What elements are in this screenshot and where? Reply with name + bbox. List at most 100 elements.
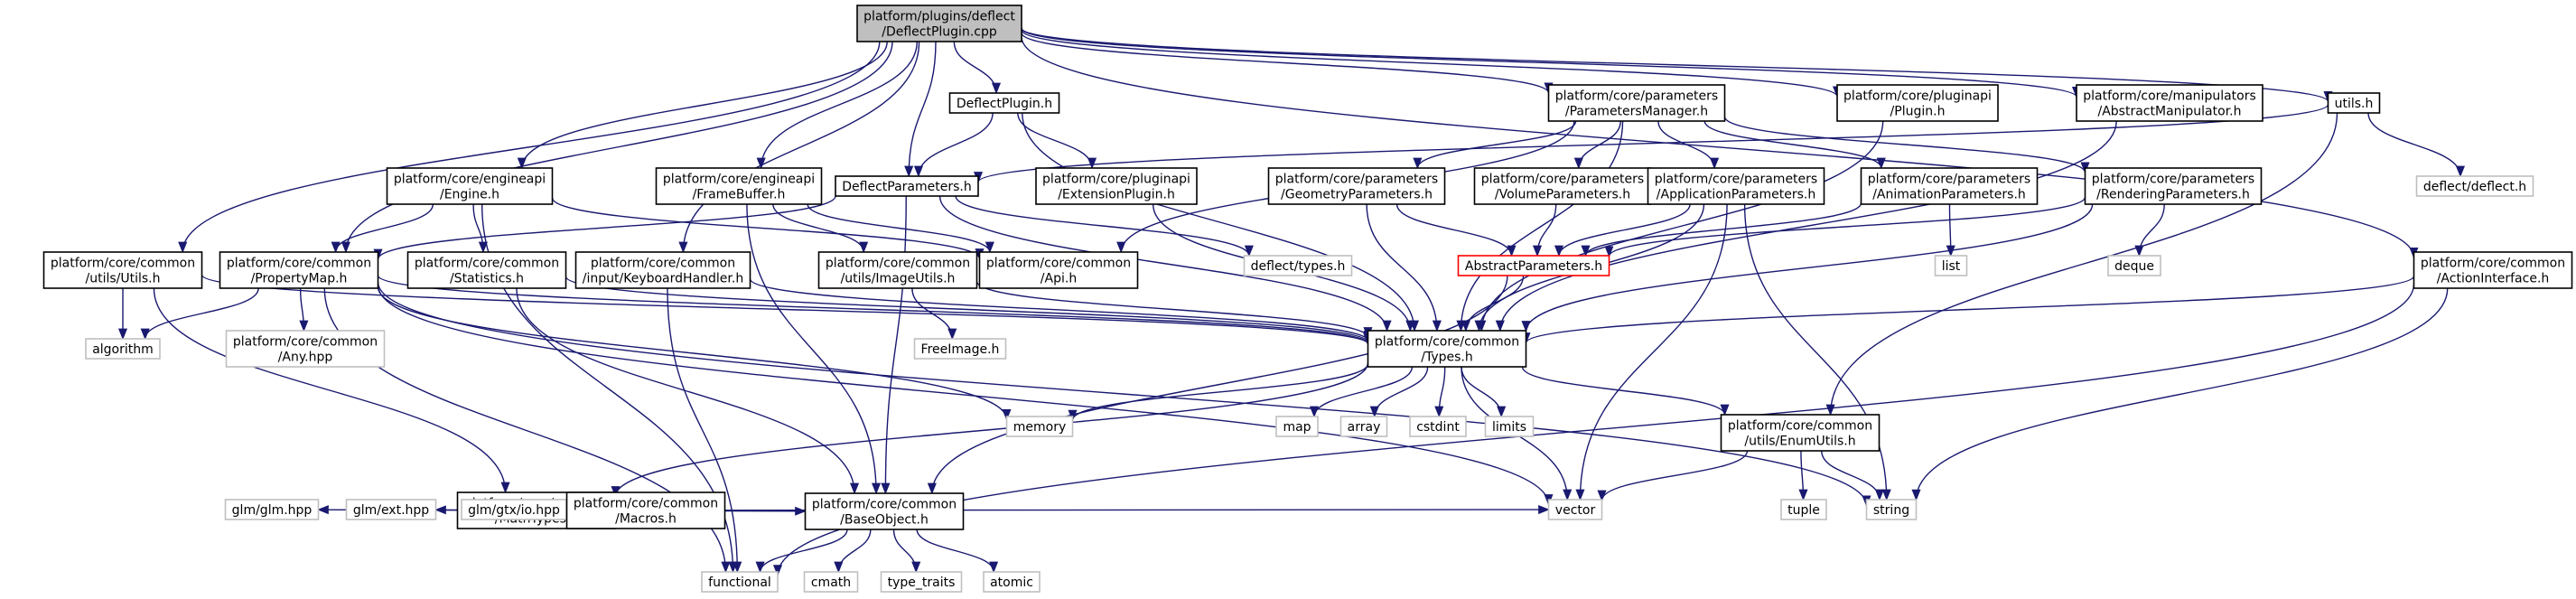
- edge-animation-params-to-abstract-params: [1581, 202, 1862, 257]
- node-box: [1780, 499, 1827, 520]
- node-box: [1865, 499, 1918, 520]
- edge-engine-h-to-statistics-h: [472, 203, 488, 254]
- node-box: [856, 5, 1022, 42]
- node-abstract-params[interactable]: AbstractParameters.h: [1457, 255, 1610, 276]
- node-label: platform/core/pluginapi: [1843, 89, 1992, 104]
- node-root[interactable]: platform/plugins/deflect/DeflectPlugin.c…: [856, 5, 1022, 42]
- edge-base-object-to-functional: [755, 529, 848, 574]
- node-deflectplugin-h[interactable]: DeflectPlugin.h: [948, 92, 1060, 114]
- node-label: deflect/types.h: [1251, 259, 1346, 274]
- node-box: [574, 251, 751, 289]
- node-macros-h[interactable]: platform/core/common/Macros.h: [565, 491, 726, 529]
- node-image-utils[interactable]: platform/core/common/utils/ImageUtils.h: [817, 251, 978, 289]
- node-box: [978, 251, 1139, 289]
- edge-base-object-to-atomic: [916, 529, 999, 574]
- edge-utils-h-to-enum-utils: [1825, 112, 2338, 416]
- node-box: [1720, 414, 1881, 452]
- node-label: /ExtensionPlugin.h: [1058, 188, 1175, 202]
- node-keyboard-handler[interactable]: platform/core/common/input/KeyboardHandl…: [574, 251, 751, 289]
- node-label: cmath: [811, 576, 851, 590]
- edge-types-h-to-limits: [1461, 366, 1507, 418]
- edge-property-map-to-memory: [377, 286, 1012, 421]
- node-property-map[interactable]: platform/core/common/PropertyMap.h: [219, 251, 379, 289]
- edge-root-to-utils-utils: [178, 41, 881, 254]
- node-label: glm/ext.hpp: [353, 503, 429, 518]
- node-box: [42, 251, 203, 289]
- node-box: [1339, 416, 1388, 437]
- node-extension-plugin[interactable]: platform/core/pluginapi/ExtensionPlugin.…: [1035, 167, 1198, 205]
- node-label: algorithm: [92, 342, 154, 357]
- node-action-interface[interactable]: platform/core/common/ActionInterface.h: [2413, 251, 2573, 289]
- edge-application-params-to-abstract-params: [1554, 203, 1691, 257]
- edge-animation-params-to-list: [1946, 203, 1955, 257]
- edge-volume-params-to-abstract-params: [1532, 203, 1557, 257]
- node-types-h[interactable]: platform/core/common/Types.h: [1367, 330, 1527, 368]
- node-engine-h[interactable]: platform/core/engineapi/Engine.h: [386, 167, 554, 205]
- node-geometry-params[interactable]: platform/core/parameters/GeometryParamet…: [1267, 167, 1446, 205]
- edge-types-h-to-map: [1310, 366, 1414, 418]
- node-box: [345, 499, 437, 520]
- edge-utils-utils-to-math-types: [153, 287, 510, 494]
- node-label: platform/core/common: [233, 335, 378, 350]
- node-box: [1934, 255, 1968, 276]
- node-label: functional: [708, 576, 771, 590]
- node-animation-params[interactable]: platform/core/parameters/AnimationParame…: [1860, 167, 2039, 205]
- node-framebuffer-h[interactable]: platform/core/engineapi/FrameBuffer.h: [655, 167, 823, 205]
- node-label: /PropertyMap.h: [251, 272, 348, 286]
- node-utils-utils[interactable]: platform/core/common/utils/Utils.h: [42, 251, 203, 289]
- node-box: [1035, 167, 1198, 205]
- edge-engine-h-to-api-h: [551, 197, 985, 260]
- node-base-object[interactable]: platform/core/common/BaseObject.h: [804, 492, 965, 530]
- node-label: platform/core/common: [1728, 419, 1872, 434]
- node-label: platform/core/manipulators: [2083, 89, 2256, 104]
- node-box: [983, 571, 1041, 593]
- node-abstract-manip[interactable]: platform/core/manipulators/AbstractManip…: [2076, 84, 2263, 122]
- node-label: string: [1873, 503, 1909, 518]
- node-box: [386, 167, 554, 205]
- node-label: /Statistics.h: [450, 272, 524, 286]
- node-label: platform/core/common: [826, 257, 970, 271]
- edge-property-map-to-vector: [377, 285, 1554, 506]
- node-rendering-params[interactable]: platform/core/parameters/RenderingParame…: [2084, 167, 2263, 205]
- node-label: limits: [1492, 420, 1526, 435]
- node-label: /Any.hpp: [278, 351, 333, 365]
- node-label: /utils/ImageUtils.h: [841, 272, 956, 286]
- edge-deflect-params-to-base-object: [881, 195, 907, 495]
- node-memory: memory: [1005, 416, 1074, 437]
- edge-deflect-params-to-property-map: [373, 195, 836, 261]
- edge-root-to-keyboard-handler: [678, 41, 920, 254]
- node-label: /DeflectPlugin.cpp: [882, 25, 997, 40]
- edge-root-to-property-map: [341, 41, 893, 254]
- node-box: [1860, 167, 2039, 205]
- node-box: [1473, 167, 1652, 205]
- node-box: [224, 499, 320, 520]
- edge-statistics-h-to-types-h: [565, 276, 1373, 344]
- node-box: [225, 330, 386, 368]
- node-label: /ApplicationParameters.h: [1657, 188, 1815, 202]
- edge-rendering-params-to-abstract-params: [1604, 196, 2086, 257]
- node-enum-utils[interactable]: platform/core/common/utils/EnumUtils.h: [1720, 414, 1881, 452]
- edge-params-manager-to-rendering-params: [1723, 116, 2090, 174]
- node-label: FreeImage.h: [921, 342, 1000, 357]
- edge-engine-h-to-property-map: [331, 203, 434, 254]
- node-statistics-h[interactable]: platform/core/common/Statistics.h: [406, 251, 567, 289]
- node-box: [1005, 416, 1074, 437]
- node-api-h[interactable]: platform/core/common/Api.h: [978, 251, 1139, 289]
- node-label: vector: [1555, 503, 1596, 518]
- node-volume-params[interactable]: platform/core/parameters/VolumeParameter…: [1473, 167, 1652, 205]
- edge-params-manager-to-types-h: [1456, 120, 1624, 332]
- node-box: [1275, 416, 1319, 437]
- node-box: [1647, 167, 1825, 205]
- node-label: platform/core/common: [415, 257, 559, 271]
- node-application-params[interactable]: platform/core/parameters/ApplicationPara…: [1647, 167, 1825, 205]
- node-deque: deque: [2107, 255, 2161, 276]
- node-label: cstdint: [1416, 420, 1460, 435]
- node-deflect-params[interactable]: DeflectParameters.h: [835, 175, 979, 197]
- node-pluginapi-plugin[interactable]: platform/core/pluginapi/Plugin.h: [1836, 84, 1999, 122]
- edge-deflectplugin-h-to-extension-plugin: [1017, 112, 1097, 170]
- edge-enum-utils-to-tuple: [1798, 450, 1808, 501]
- node-box: [1836, 84, 1999, 122]
- edge-deflect-params-to-deflect-types: [955, 195, 1254, 257]
- node-params-manager[interactable]: platform/core/parameters/ParametersManag…: [1547, 84, 1726, 122]
- node-utils-h[interactable]: utils.h: [2327, 92, 2381, 114]
